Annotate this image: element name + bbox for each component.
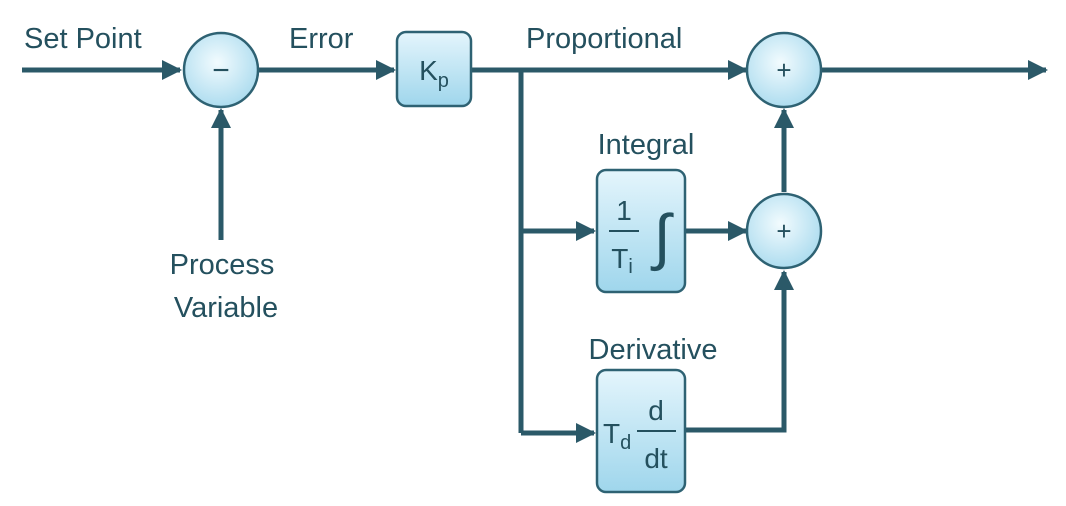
derivative-coefficient-subscript: d xyxy=(620,432,631,454)
integral-label: Integral xyxy=(598,129,695,161)
sum-junction-middle: + xyxy=(745,192,823,270)
kp-symbol: K xyxy=(419,55,438,86)
process-variable-label-line2: Variable xyxy=(174,292,278,324)
subtract-sign: − xyxy=(212,54,230,87)
set-point-label: Set Point xyxy=(24,23,142,55)
kp-subscript: p xyxy=(438,70,449,92)
svg-text:Ti: Ti xyxy=(611,243,633,278)
proportional-label: Proportional xyxy=(526,23,682,55)
integral-numerator: 1 xyxy=(616,195,632,226)
derivative-numerator: d xyxy=(648,395,664,426)
sum-junction-top: + xyxy=(745,31,823,109)
process-variable-label-line1: Process xyxy=(170,249,275,281)
sum-sign-top: + xyxy=(776,55,791,85)
svg-text:Kp: Kp xyxy=(419,55,449,92)
integral-denominator-t: T xyxy=(611,243,628,274)
error-label: Error xyxy=(289,23,354,55)
kp-block: Kp xyxy=(395,30,473,108)
derivative-output-arrow xyxy=(685,270,794,433)
subtract-junction: − xyxy=(182,31,260,109)
integral-denominator-subscript: i xyxy=(628,256,632,278)
derivative-label: Derivative xyxy=(589,334,718,366)
derivative-denominator: dt xyxy=(644,443,668,474)
derivative-block: Td d dt xyxy=(595,368,687,494)
sum-sign-middle: + xyxy=(776,216,791,246)
svg-text:Td: Td xyxy=(603,418,631,454)
derivative-coefficient-t: T xyxy=(603,418,620,449)
integral-block: 1 Ti ∫ xyxy=(595,168,687,294)
